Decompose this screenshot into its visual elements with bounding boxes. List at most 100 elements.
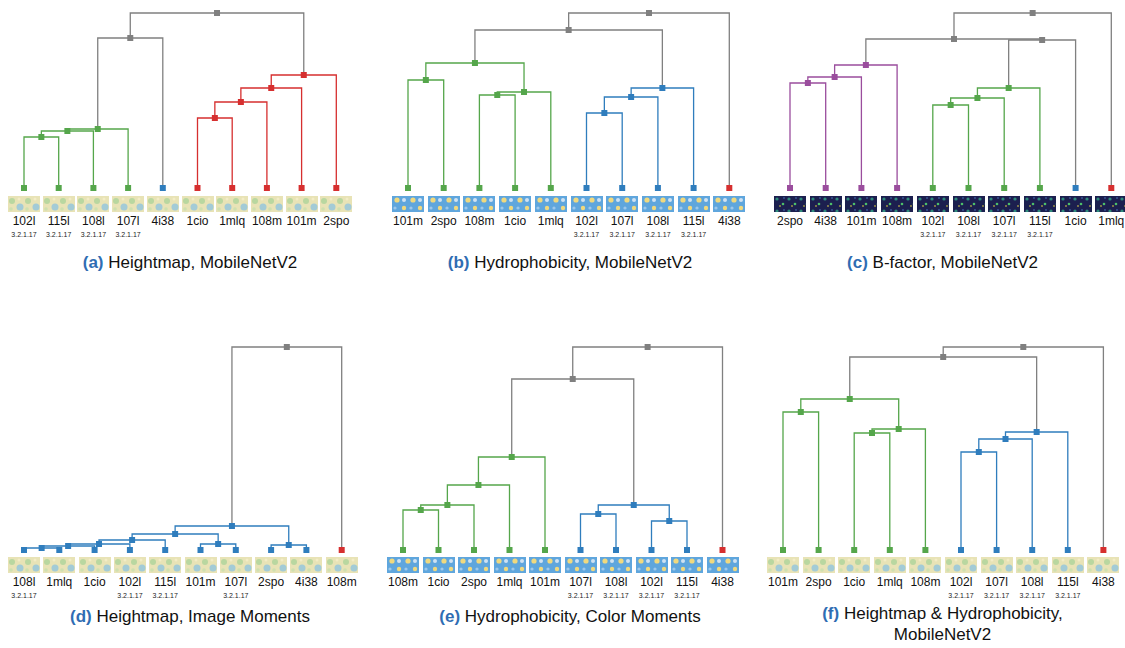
caption-text: Hydrophobicity, Color Moments (465, 607, 701, 626)
dendrogram-branch (475, 30, 662, 88)
dendrogram-branch (447, 485, 509, 550)
leaf-sample: 108l3.2.1.17 (1015, 557, 1049, 600)
dendrogram-branch (581, 514, 617, 550)
cluster-marker (475, 482, 481, 488)
dendrogram-branch (98, 38, 163, 188)
dendrogram-branch (933, 105, 969, 188)
surface-thumbnail (1060, 196, 1092, 212)
surface-thumbnail (290, 557, 322, 573)
subfigure-panel: (e) Hydrophobicity, Color Moments108m1ci… (380, 330, 755, 648)
cluster-marker (160, 185, 166, 191)
cluster-marker (400, 547, 406, 553)
leaf-sample: 115l3.2.1.17 (677, 196, 711, 239)
leaf-sample: 115l3.2.1.17 (1023, 196, 1057, 239)
cluster-marker (127, 547, 133, 553)
dendrogram-branch (421, 505, 474, 550)
leaf-sample: 4i38 (706, 557, 740, 589)
cluster-marker (214, 10, 220, 16)
cluster-marker (441, 185, 447, 191)
surface-thumbnail (77, 196, 109, 212)
leaf-sample: 1mlq (873, 557, 907, 589)
surface-thumbnail (458, 557, 490, 573)
protein-id: 4i38 (1086, 575, 1120, 589)
subfigure-tag: (e) (439, 607, 460, 626)
surface-thumbnail (1024, 196, 1056, 212)
surface-thumbnail (571, 196, 603, 212)
caption-text: Hydrophobicity, MobileNetV2 (474, 253, 692, 272)
surface-thumbnail (149, 557, 181, 573)
cluster-marker (896, 426, 902, 432)
protein-id: 102l (635, 575, 669, 589)
caption-text: B-factor, MobileNetV2 (873, 253, 1038, 272)
surface-thumbnail (1016, 557, 1048, 573)
cluster-marker (578, 547, 584, 553)
subfigure-panel: (c) B-factor, MobileNetV22spo4i38101m108… (760, 0, 1125, 300)
surface-thumbnail (767, 557, 799, 573)
dendrogram-branch (497, 92, 551, 188)
dendrogram-branch (1009, 40, 1076, 188)
cluster-marker (720, 547, 726, 553)
ec-number: 3.2.1.17 (980, 591, 1014, 600)
cluster-marker (1029, 547, 1035, 553)
cluster-marker (805, 80, 811, 86)
ec-number: 3.2.1.17 (7, 230, 41, 239)
dendrogram-branch (943, 347, 1103, 550)
protein-id: 1mlq (534, 214, 568, 228)
cluster-marker (887, 547, 893, 553)
protein-id: 115l (670, 575, 704, 589)
leaf-sample: 1cio (181, 196, 215, 228)
dendrogram-branch (790, 83, 826, 188)
surface-thumbnail (463, 196, 495, 212)
ec-number: 3.2.1.17 (1015, 591, 1049, 600)
ec-number: 3.2.1.17 (113, 591, 147, 600)
cluster-marker (268, 85, 274, 91)
cluster-marker (39, 545, 45, 551)
caption-text: Heightmap & Hydrophobicity, MobileNetV2 (844, 604, 1063, 644)
cluster-marker (198, 547, 204, 553)
leaf-sample: 108m (880, 196, 914, 228)
subfigure-tag: (f) (822, 604, 839, 623)
cluster-marker (847, 396, 853, 402)
cluster-marker (299, 185, 305, 191)
leaf-sample: 108l3.2.1.17 (599, 557, 633, 600)
cluster-marker (1001, 185, 1007, 191)
protein-id: 108l (641, 214, 675, 228)
surface-thumbnail (1052, 557, 1084, 573)
surface-thumbnail (838, 557, 870, 573)
surface-thumbnail (529, 557, 561, 573)
ec-number: 3.2.1.17 (76, 230, 110, 239)
leaf-sample: 107l3.2.1.17 (564, 557, 598, 600)
protein-id: 2spo (427, 214, 461, 228)
cluster-marker (229, 523, 235, 529)
protein-id: 4i38 (289, 575, 323, 589)
protein-id: 1mlq (215, 214, 249, 228)
dendrogram-branch (478, 457, 545, 550)
surface-thumbnail (953, 196, 985, 212)
surface-thumbnail (1095, 196, 1125, 212)
cluster-marker (1065, 547, 1071, 553)
cluster-marker (628, 94, 634, 100)
protein-id: 115l (1051, 575, 1085, 589)
cluster-marker (631, 502, 637, 508)
dendrogram-branch (198, 118, 233, 188)
surface-thumbnail (636, 557, 668, 573)
leaf-sample: 2spo (773, 196, 807, 228)
cluster-marker (691, 185, 697, 191)
protein-id: 115l (677, 214, 711, 228)
cluster-marker (96, 541, 102, 547)
surface-thumbnail (810, 196, 842, 212)
dendrogram-branch (587, 113, 623, 188)
cluster-marker (1108, 185, 1114, 191)
cluster-marker (858, 185, 864, 191)
protein-id: 108l (952, 214, 986, 228)
surface-thumbnail (185, 557, 217, 573)
protein-id: 2spo (319, 214, 353, 228)
cluster-marker (92, 547, 98, 553)
cluster-marker (512, 185, 518, 191)
cluster-marker (65, 543, 71, 549)
ec-number: 3.2.1.17 (635, 591, 669, 600)
dendrogram-branch (961, 452, 997, 550)
protein-id: 4i38 (809, 214, 843, 228)
cluster-marker (1037, 185, 1043, 191)
cluster-marker (268, 547, 274, 553)
